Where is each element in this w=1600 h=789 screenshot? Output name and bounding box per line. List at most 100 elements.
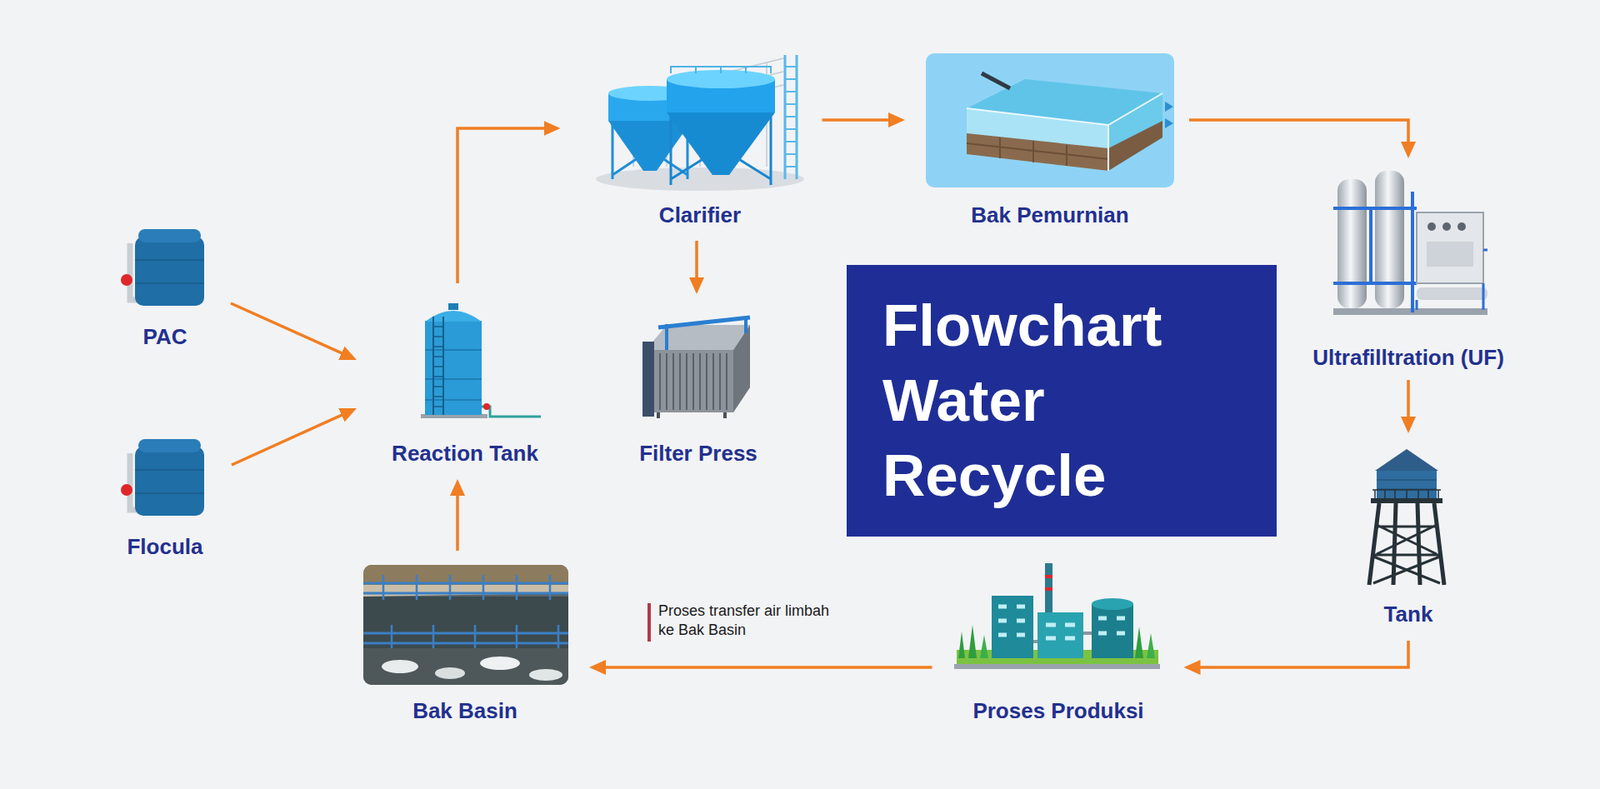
ultrafiltration-unit-icon-part	[1333, 308, 1488, 315]
ultrafiltration-unit-icon-part	[1416, 287, 1488, 300]
basin-photo-icon-part	[363, 565, 569, 585]
icon-space	[1309, 168, 1508, 344]
node-label: Filter Press	[639, 439, 758, 468]
purification-basin-icon-part	[1165, 118, 1174, 129]
factory-icon-part	[1045, 575, 1053, 579]
clarifier-icon-part	[666, 112, 775, 175]
node-label: Clarifier	[659, 200, 741, 230]
basin-photo-icon-part	[529, 669, 563, 681]
factory-icon-part	[1146, 633, 1155, 659]
filter-press-icon-part	[660, 353, 727, 410]
factory-icon-part	[968, 625, 977, 659]
icon-space	[955, 563, 1162, 697]
clarifier-icon-part	[785, 55, 797, 180]
clarifier-icon-part	[595, 167, 805, 191]
basin-photo-icon-part	[363, 583, 569, 644]
purification-basin-icon-part	[966, 133, 1109, 171]
ultrafiltration-unit-icon-part	[1416, 212, 1484, 284]
purification-basin-icon-part	[966, 137, 1109, 166]
filter-press-icon-part	[642, 341, 655, 417]
ultrafiltration-unit-icon-part	[1427, 222, 1436, 231]
basin-photo-icon-part	[381, 660, 419, 674]
ultrafiltration-unit-icon-part	[1333, 191, 1417, 313]
icon-space	[123, 436, 207, 533]
purification-basin-icon-part	[1108, 120, 1163, 171]
ultrafiltration-unit-icon-part	[1337, 179, 1367, 309]
purification-basin-icon-part	[966, 108, 1109, 171]
ultrafiltration-unit-icon-part	[1416, 250, 1488, 310]
process-node: Reaction Tank	[388, 303, 542, 468]
note-bar	[647, 603, 651, 642]
process-node: Bak Pemurnian	[925, 53, 1175, 230]
water-tower-icon-part	[1372, 490, 1441, 499]
node-label: Bak Pemurnian	[970, 200, 1129, 230]
ultrafiltration-unit-icon-part	[1442, 222, 1451, 231]
icon-space	[362, 565, 568, 697]
clarifier-icon-part	[670, 66, 771, 74]
purification-basin-icon-part	[1108, 93, 1163, 171]
flow-arrow	[695, 240, 699, 288]
basin-photo-icon-part	[363, 648, 569, 685]
process-node: Filter Press	[635, 309, 761, 468]
process-node: Ultrafilltration (UF)	[1309, 168, 1508, 372]
icon-space	[1369, 449, 1449, 600]
factory-icon-part	[980, 635, 989, 659]
basin-photo-icon-part	[363, 596, 569, 649]
factory-icon-part	[1091, 604, 1134, 659]
node-label: PAC	[143, 322, 188, 351]
factory-icon-part	[991, 595, 1034, 659]
reaction-tank-icon-part	[448, 303, 459, 310]
basin-photo-icon-part	[383, 575, 559, 650]
flow-arrow	[231, 410, 351, 465]
basin-photo-icon-part	[363, 565, 569, 685]
node-label: Proses Produksi	[972, 696, 1144, 725]
filter-press-icon-part	[658, 412, 725, 419]
flow-arrow	[457, 128, 555, 284]
purification-basin-icon-part	[981, 73, 1010, 89]
factory-icon-part	[1045, 587, 1053, 591]
icon-space	[595, 53, 806, 201]
water-tower-icon	[1369, 449, 1445, 585]
node-label: Ultrafilltration (UF)	[1312, 343, 1505, 372]
pac-tank-icon	[120, 229, 205, 306]
reaction-tank-icon-part	[483, 403, 490, 410]
ultrafiltration-unit-icon	[1333, 170, 1488, 315]
factory-icon-part	[1033, 633, 1092, 642]
flocula-tank-icon	[120, 439, 205, 516]
icon-space	[124, 226, 206, 323]
basin-photo-icon-part	[480, 656, 520, 670]
flow-arrow	[1189, 120, 1409, 152]
title-banner: Flowchart Water Recycle	[846, 265, 1277, 537]
water-tower-icon-part	[1369, 503, 1445, 585]
purification-basin-icon-part	[1165, 101, 1174, 112]
water-tower-icon-part	[1372, 525, 1441, 584]
node-label: Bak Basin	[412, 696, 518, 725]
factory-icon-part	[1037, 612, 1084, 659]
ultrafiltration-unit-icon-part	[1426, 241, 1474, 267]
flow-arrow	[1406, 380, 1410, 427]
basin-photo-icon-part	[363, 585, 569, 597]
flow-arrow	[822, 118, 900, 122]
process-node: Flocula	[123, 436, 207, 561]
water-tower-icon-part	[1370, 498, 1443, 504]
reaction-tank-icon-part	[433, 326, 444, 407]
filter-press-icon-part	[666, 316, 746, 350]
process-node: Clarifier	[595, 53, 806, 230]
reaction-tank-icon-part	[433, 316, 444, 415]
icon-space	[388, 303, 542, 440]
ultrafiltration-unit-icon-part	[1457, 222, 1466, 231]
ultrafiltration-unit-icon-part	[1375, 170, 1405, 309]
factory-icon	[954, 563, 1160, 670]
icon-space	[635, 309, 761, 440]
filter-press-icon-part	[733, 325, 750, 413]
purification-basin-icon-part	[925, 53, 1175, 188]
factory-icon-part	[1091, 598, 1134, 610]
purification-basin-icon	[925, 53, 1175, 188]
process-node: Proses Produksi	[955, 563, 1162, 725]
process-node: Bak Basin	[362, 565, 568, 725]
edge-note: Proses transfer air limbah ke Bak Basin	[658, 601, 838, 640]
reaction-tank-icon-part	[481, 406, 541, 417]
flow-arrow	[595, 665, 933, 670]
